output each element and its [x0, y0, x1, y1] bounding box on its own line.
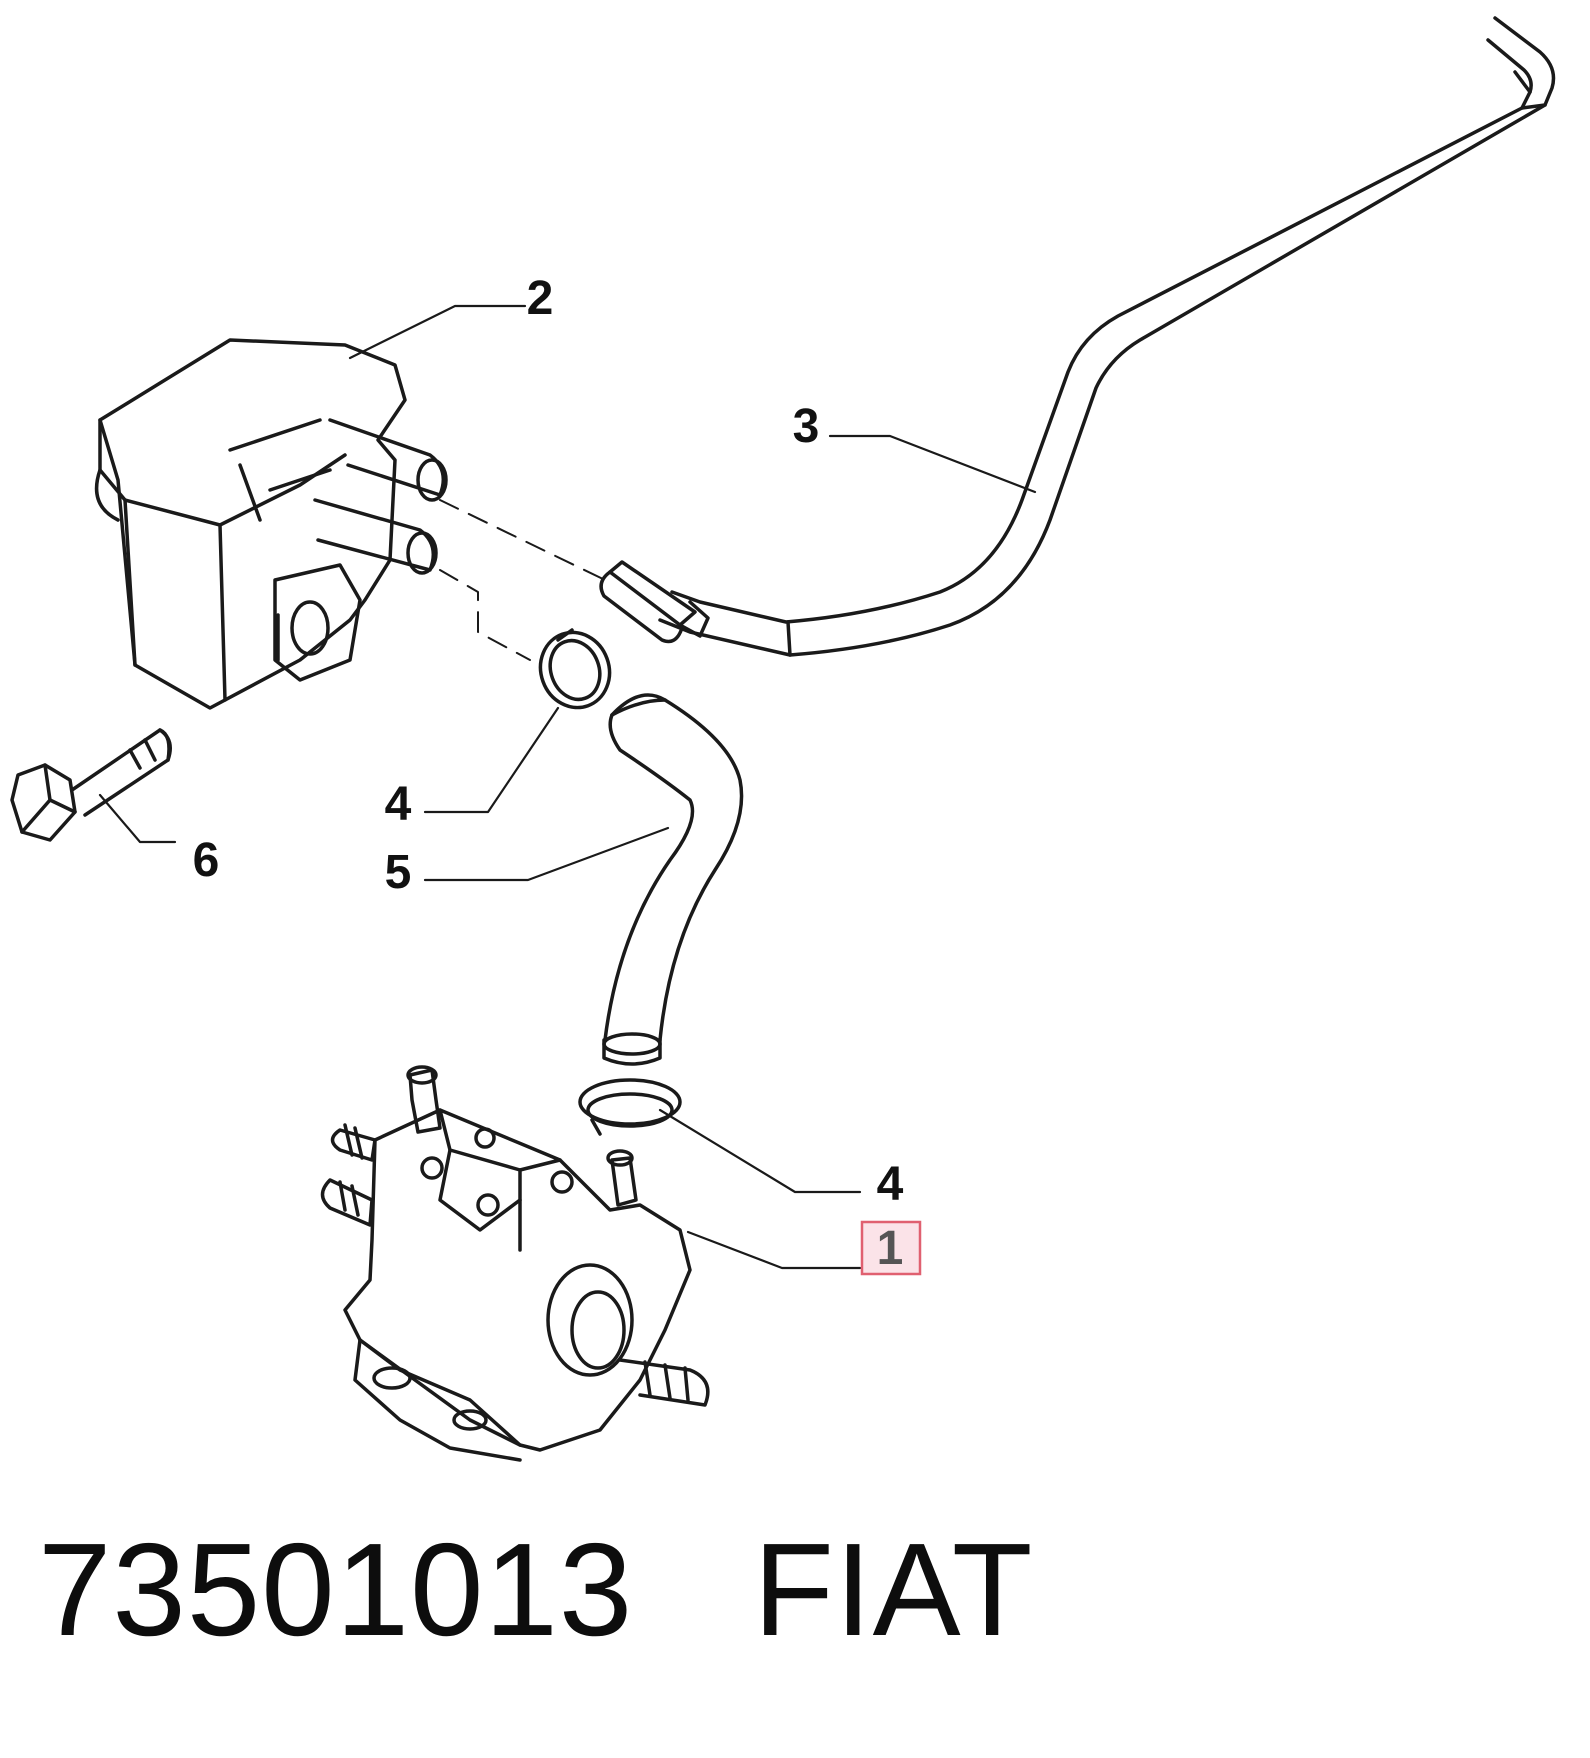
clamp-4-lower	[578, 1078, 682, 1136]
leader-4a	[423, 706, 560, 814]
dashed-connection-upper	[439, 499, 606, 581]
callout-4-upper: 4	[385, 778, 412, 831]
leader-4b	[658, 1108, 862, 1194]
leader-2	[348, 304, 527, 360]
leader-5	[423, 826, 670, 882]
clamp-4-upper	[538, 628, 612, 710]
leader-3	[828, 434, 1037, 494]
leader-6	[98, 793, 177, 844]
brand-name: FIAT	[753, 1516, 1034, 1663]
dashed-connection-lower	[439, 569, 531, 661]
callout-3: 3	[793, 400, 820, 453]
callout-1: 1	[877, 1222, 904, 1275]
pump-1	[320, 1065, 710, 1462]
callout-5: 5	[385, 846, 412, 899]
leader-1	[686, 1230, 862, 1270]
callout-1-highlight-box	[860, 1220, 922, 1276]
callout-2: 2	[527, 272, 554, 325]
callout-6: 6	[193, 834, 220, 887]
hose-3	[599, 16, 1556, 657]
callout-4-lower: 4	[877, 1158, 904, 1211]
bolt-6	[10, 728, 172, 842]
hose-5	[602, 693, 744, 1066]
part-number: 73501013	[38, 1516, 634, 1663]
part-caption: 73501013 FIAT	[38, 1510, 1538, 1670]
filter-housing-2	[94, 338, 448, 710]
